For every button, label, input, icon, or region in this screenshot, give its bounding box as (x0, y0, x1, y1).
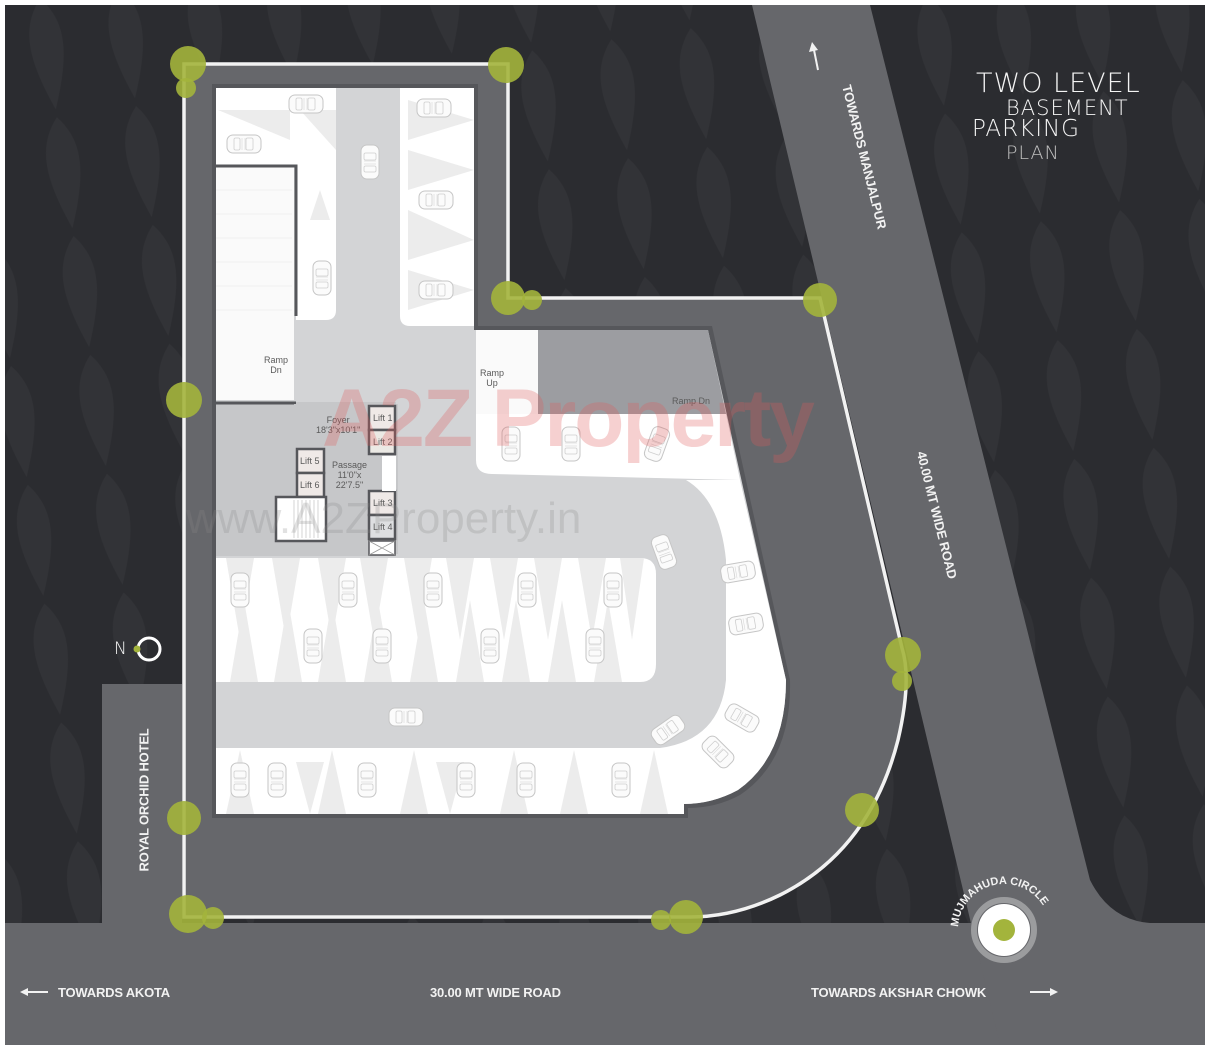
road-label-towards-akota: TOWARDS AKOTA (58, 985, 170, 1000)
lift-1 (367, 404, 397, 432)
tree-icon (845, 793, 879, 827)
tree-icon (170, 46, 206, 82)
north-label: N (114, 639, 128, 659)
ramp-down-left (216, 166, 294, 400)
road-label-royal-orchid-hotel: ROYAL ORCHID HOTEL (136, 728, 152, 872)
tree-icon (202, 907, 224, 929)
road-label-30m: 30.00 MT WIDE ROAD (430, 985, 561, 1000)
lift-4-label: Lift 4 (373, 522, 393, 532)
lift-6 (295, 471, 326, 499)
parking-bay-mid (476, 414, 740, 480)
staircase (274, 495, 328, 543)
lift-5 (295, 447, 326, 475)
plan-title-line4: PLAN (1006, 142, 1060, 164)
lift-6-label: Lift 6 (300, 480, 320, 490)
plan-title-line2: BASEMENT (1006, 96, 1129, 120)
tree-icon (176, 78, 196, 98)
tree-icon (885, 637, 921, 673)
tree-icon (491, 281, 525, 315)
lift-1-label: Lift 1 (373, 413, 393, 423)
lift-2-label: Lift 2 (373, 437, 393, 447)
lift-3-label: Lift 3 (373, 498, 393, 508)
ramp-up (476, 330, 538, 414)
road-40m (752, 5, 1205, 1045)
lift-5-label: Lift 5 (300, 456, 320, 466)
trees (166, 46, 921, 934)
tree-icon (892, 671, 912, 691)
tree-icon (169, 895, 207, 933)
tree-icon (166, 382, 202, 418)
tree-icon (488, 47, 524, 83)
tree-icon (803, 283, 837, 317)
direction-arrows (20, 42, 1058, 996)
road-label-towards-akshar-chowk: TOWARDS AKSHAR CHOWK (811, 985, 987, 1000)
plan-title-line3: PARKING (972, 116, 1081, 142)
road-left (102, 684, 182, 929)
tree-icon (669, 900, 703, 934)
ramp-down-right-label: Ramp Dn (672, 396, 711, 406)
plan-title-line1: TWO LEVEL (976, 68, 1141, 99)
tree-icon (651, 910, 671, 930)
tree-icon (522, 290, 542, 310)
ramp-down-right (538, 330, 726, 414)
lift-4 (367, 513, 397, 541)
tree-icon (167, 801, 201, 835)
lift-2 (367, 428, 397, 456)
